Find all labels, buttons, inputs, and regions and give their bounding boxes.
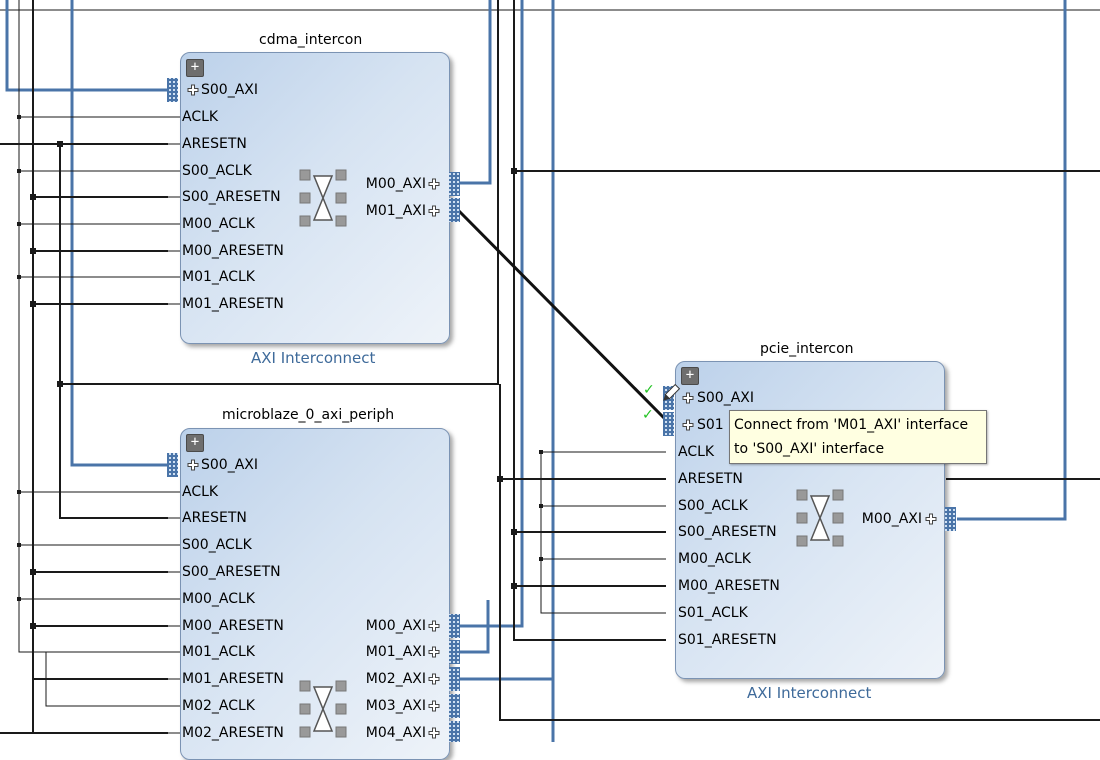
port-aclk[interactable]: ACLK	[182, 109, 219, 125]
port-graphics	[167, 78, 956, 742]
clock-nets	[18, 0, 666, 707]
port-aclk[interactable]: ACLK	[678, 444, 715, 460]
port-m01-axi[interactable]: M01_AXI	[365, 203, 426, 219]
port-aresetn[interactable]: ARESETN	[182, 510, 247, 526]
check-icon: ✓	[643, 382, 655, 398]
reset-net	[499, 384, 1100, 721]
port-s00-aclk[interactable]: S00_ACLK	[182, 163, 252, 179]
diagram-canvas[interactable]	[0, 0, 1100, 742]
pin-stubs	[168, 116, 180, 734]
expand-plus-icon[interactable]: +	[186, 59, 204, 77]
block-microblaze-periph[interactable]: +	[180, 428, 450, 760]
drag-connection-line	[456, 208, 670, 424]
block-cdma-intercon[interactable]: +	[180, 52, 450, 344]
reset-net	[60, 0, 499, 385]
reset-nets	[0, 0, 1100, 734]
bus-net	[957, 0, 1067, 521]
port-m00-aresetn[interactable]: M00_ARESETN	[182, 618, 284, 634]
block-type-pcie: AXI Interconnect	[747, 684, 872, 702]
block-title-pcie: pcie_intercon	[760, 341, 854, 357]
port-s00-axi[interactable]: S00_AXI	[697, 390, 754, 406]
port-s00-aresetn[interactable]: S00_ARESETN	[678, 524, 777, 540]
port-m03-axi[interactable]: M03_AXI	[365, 698, 426, 714]
crossbar-icon	[299, 680, 347, 738]
tooltip-line-2: to 'S00_AXI' interface	[734, 441, 885, 457]
port-s00-axi[interactable]: S00_AXI	[201, 82, 258, 98]
port-m02-axi[interactable]: M02_AXI	[365, 671, 426, 687]
expand-plus-icon[interactable]: +	[186, 434, 204, 452]
port-s00-axi[interactable]: S00_AXI	[201, 457, 258, 473]
port-m01-aclk[interactable]: M01_ACLK	[182, 644, 255, 660]
port-m01-aresetn[interactable]: M01_ARESETN	[182, 296, 284, 312]
reset-net	[59, 144, 168, 519]
port-aresetn[interactable]: ARESETN	[182, 136, 247, 152]
port-aclk[interactable]: ACLK	[182, 484, 219, 500]
block-type-cdma: AXI Interconnect	[251, 349, 376, 367]
bus-net	[70, 0, 168, 467]
connection-tooltip: Connect from 'M01_AXI' interface to 'S00…	[729, 410, 987, 464]
block-title-microblaze: microblaze_0_axi_periph	[222, 407, 395, 423]
port-m01-aresetn[interactable]: M01_ARESETN	[182, 671, 284, 687]
bus-net	[460, 0, 492, 185]
port-m04-axi[interactable]: M04_AXI	[365, 725, 426, 741]
junction-dots	[17, 115, 543, 629]
reset-net	[513, 0, 666, 641]
port-m01-aclk[interactable]: M01_ACLK	[182, 269, 255, 285]
port-s01-aresetn[interactable]: S01_ARESETN	[678, 632, 777, 648]
port-s01-axi[interactable]: S01	[697, 417, 724, 433]
port-m00-axi[interactable]: M00_AXI	[365, 618, 426, 634]
clock-net	[45, 652, 168, 707]
port-m00-aclk[interactable]: M00_ACLK	[182, 216, 255, 232]
bus-net	[460, 0, 524, 628]
tooltip-line-1: Connect from 'M01_AXI' interface	[734, 417, 969, 433]
check-icon: ✓	[642, 407, 654, 423]
port-m00-aresetn[interactable]: M00_ARESETN	[678, 578, 780, 594]
bus-nets	[5, 0, 1067, 742]
port-m00-axi[interactable]: M00_AXI	[861, 511, 922, 527]
port-s00-aresetn[interactable]: S00_ARESETN	[182, 564, 281, 580]
crossbar-icon	[299, 169, 347, 227]
port-m00-aclk[interactable]: M00_ACLK	[678, 551, 751, 567]
pencil-cursor-icon	[663, 383, 681, 401]
port-aresetn[interactable]: ARESETN	[678, 471, 743, 487]
port-s00-aclk[interactable]: S00_ACLK	[182, 537, 252, 553]
clock-net	[18, 0, 168, 653]
block-title-cdma: cdma_intercon	[259, 32, 363, 48]
port-m00-axi[interactable]: M00_AXI	[365, 176, 426, 192]
expand-plus-icon[interactable]: +	[681, 367, 699, 385]
bus-net	[460, 600, 490, 654]
port-m00-aclk[interactable]: M00_ACLK	[182, 591, 255, 607]
port-s00-aresetn[interactable]: S00_ARESETN	[182, 189, 281, 205]
port-m02-aresetn[interactable]: M02_ARESETN	[182, 725, 284, 741]
port-s01-aclk[interactable]: S01_ACLK	[678, 605, 748, 621]
port-m02-aclk[interactable]: M02_ACLK	[182, 698, 255, 714]
crossbar-icon	[796, 489, 844, 547]
port-m01-axi[interactable]: M01_AXI	[365, 644, 426, 660]
bus-net	[5, 0, 168, 92]
port-s00-aclk[interactable]: S00_ACLK	[678, 498, 748, 514]
port-m00-aresetn[interactable]: M00_ARESETN	[182, 243, 284, 259]
